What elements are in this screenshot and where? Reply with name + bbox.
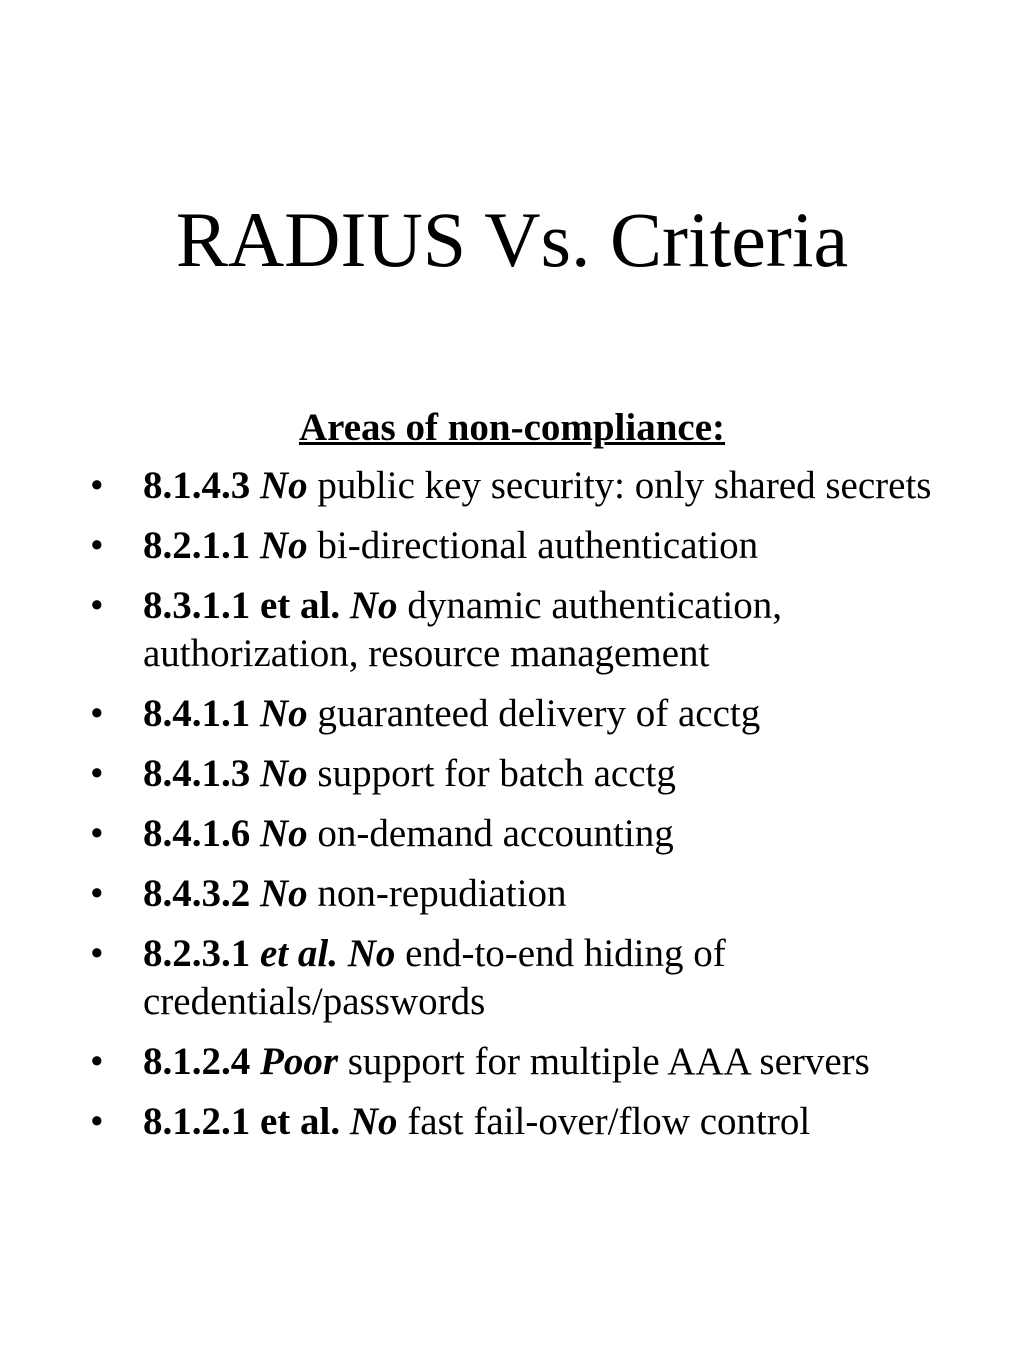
bullet-icon: • [90,692,104,735]
list-item: • 8.3.1.1 et al. No dynamic authenticatio… [0,582,1024,678]
criteria-reference: 8.2.3.1 [143,932,251,975]
item-description: on-demand accounting [317,812,674,855]
verdict-label: No [260,872,308,915]
verdict-label: No [347,932,396,975]
criteria-reference: 8.4.1.1 [143,692,251,735]
section-heading: Areas of non-compliance: [298,406,726,449]
bullet-icon: • [90,1040,104,1083]
item-description: dynamic authentication, authorization, r… [143,584,783,675]
item-description: fast fail-over/flow control [407,1100,811,1143]
item-description: guaranteed delivery of acctg [317,692,761,735]
item-description: support for multiple AAA servers [347,1040,870,1083]
criteria-reference: 8.2.1.1 [143,524,251,567]
item-description: end-to-end hiding of credentials/passwor… [143,932,726,1023]
criteria-reference: 8.3.1.1 et al. [143,584,341,627]
list-item: • 8.2.1.1 No bi-directional authenticatio… [0,522,1024,570]
bullet-icon: • [90,464,104,507]
list-item: • 8.4.1.1 No guaranteed delivery of acctg [0,690,1024,738]
bullet-icon: • [90,932,104,975]
non-compliance-list: • 8.1.4.3 No public key security: only sh… [0,462,1024,1158]
verdict-label: No [260,464,308,507]
list-item: • 8.4.1.3 No support for batch acctg [0,750,1024,798]
item-description: non-repudiation [317,872,567,915]
criteria-reference: 8.1.2.4 [143,1040,251,1083]
bullet-icon: • [90,872,104,915]
list-item: • 8.1.2.1 et al. No fast fail-over/flow c… [0,1098,1024,1146]
verdict-label: No [260,812,308,855]
verdict-label: No [349,1100,398,1143]
verdict-label: No [260,692,308,735]
slide-title: RADIUS Vs. Criteria [175,196,849,283]
bullet-icon: • [90,1100,104,1143]
criteria-reference: 8.1.2.1 et al. [143,1100,341,1143]
criteria-reference: 8.4.3.2 [143,872,251,915]
criteria-reference: 8.4.1.3 [143,752,251,795]
item-description: support for batch acctg [317,752,676,795]
bullet-icon: • [90,812,104,855]
list-item: • 8.2.3.1 et al. No end-to-end hiding of … [0,930,1024,1026]
verdict-label: No [349,584,398,627]
verdict-label: No [260,524,308,567]
list-item: • 8.1.2.4 Poor support for multiple AAA s… [0,1038,1024,1086]
verdict-label: No [260,752,308,795]
criteria-reference: 8.1.4.3 [143,464,251,507]
list-item: • 8.4.1.6 No on-demand accounting [0,810,1024,858]
item-description: public key security: only shared secrets [317,464,932,507]
verdict-label: Poor [260,1040,338,1083]
bullet-icon: • [90,752,104,795]
bullet-icon: • [90,584,104,627]
bullet-icon: • [90,524,104,567]
list-item: • 8.1.4.3 No public key security: only sh… [0,462,1024,510]
list-item: • 8.4.3.2 No non-repudiation [0,870,1024,918]
criteria-reference-extra: et al. [260,932,338,975]
item-description: bi-directional authentication [317,524,759,567]
criteria-reference: 8.4.1.6 [143,812,251,855]
